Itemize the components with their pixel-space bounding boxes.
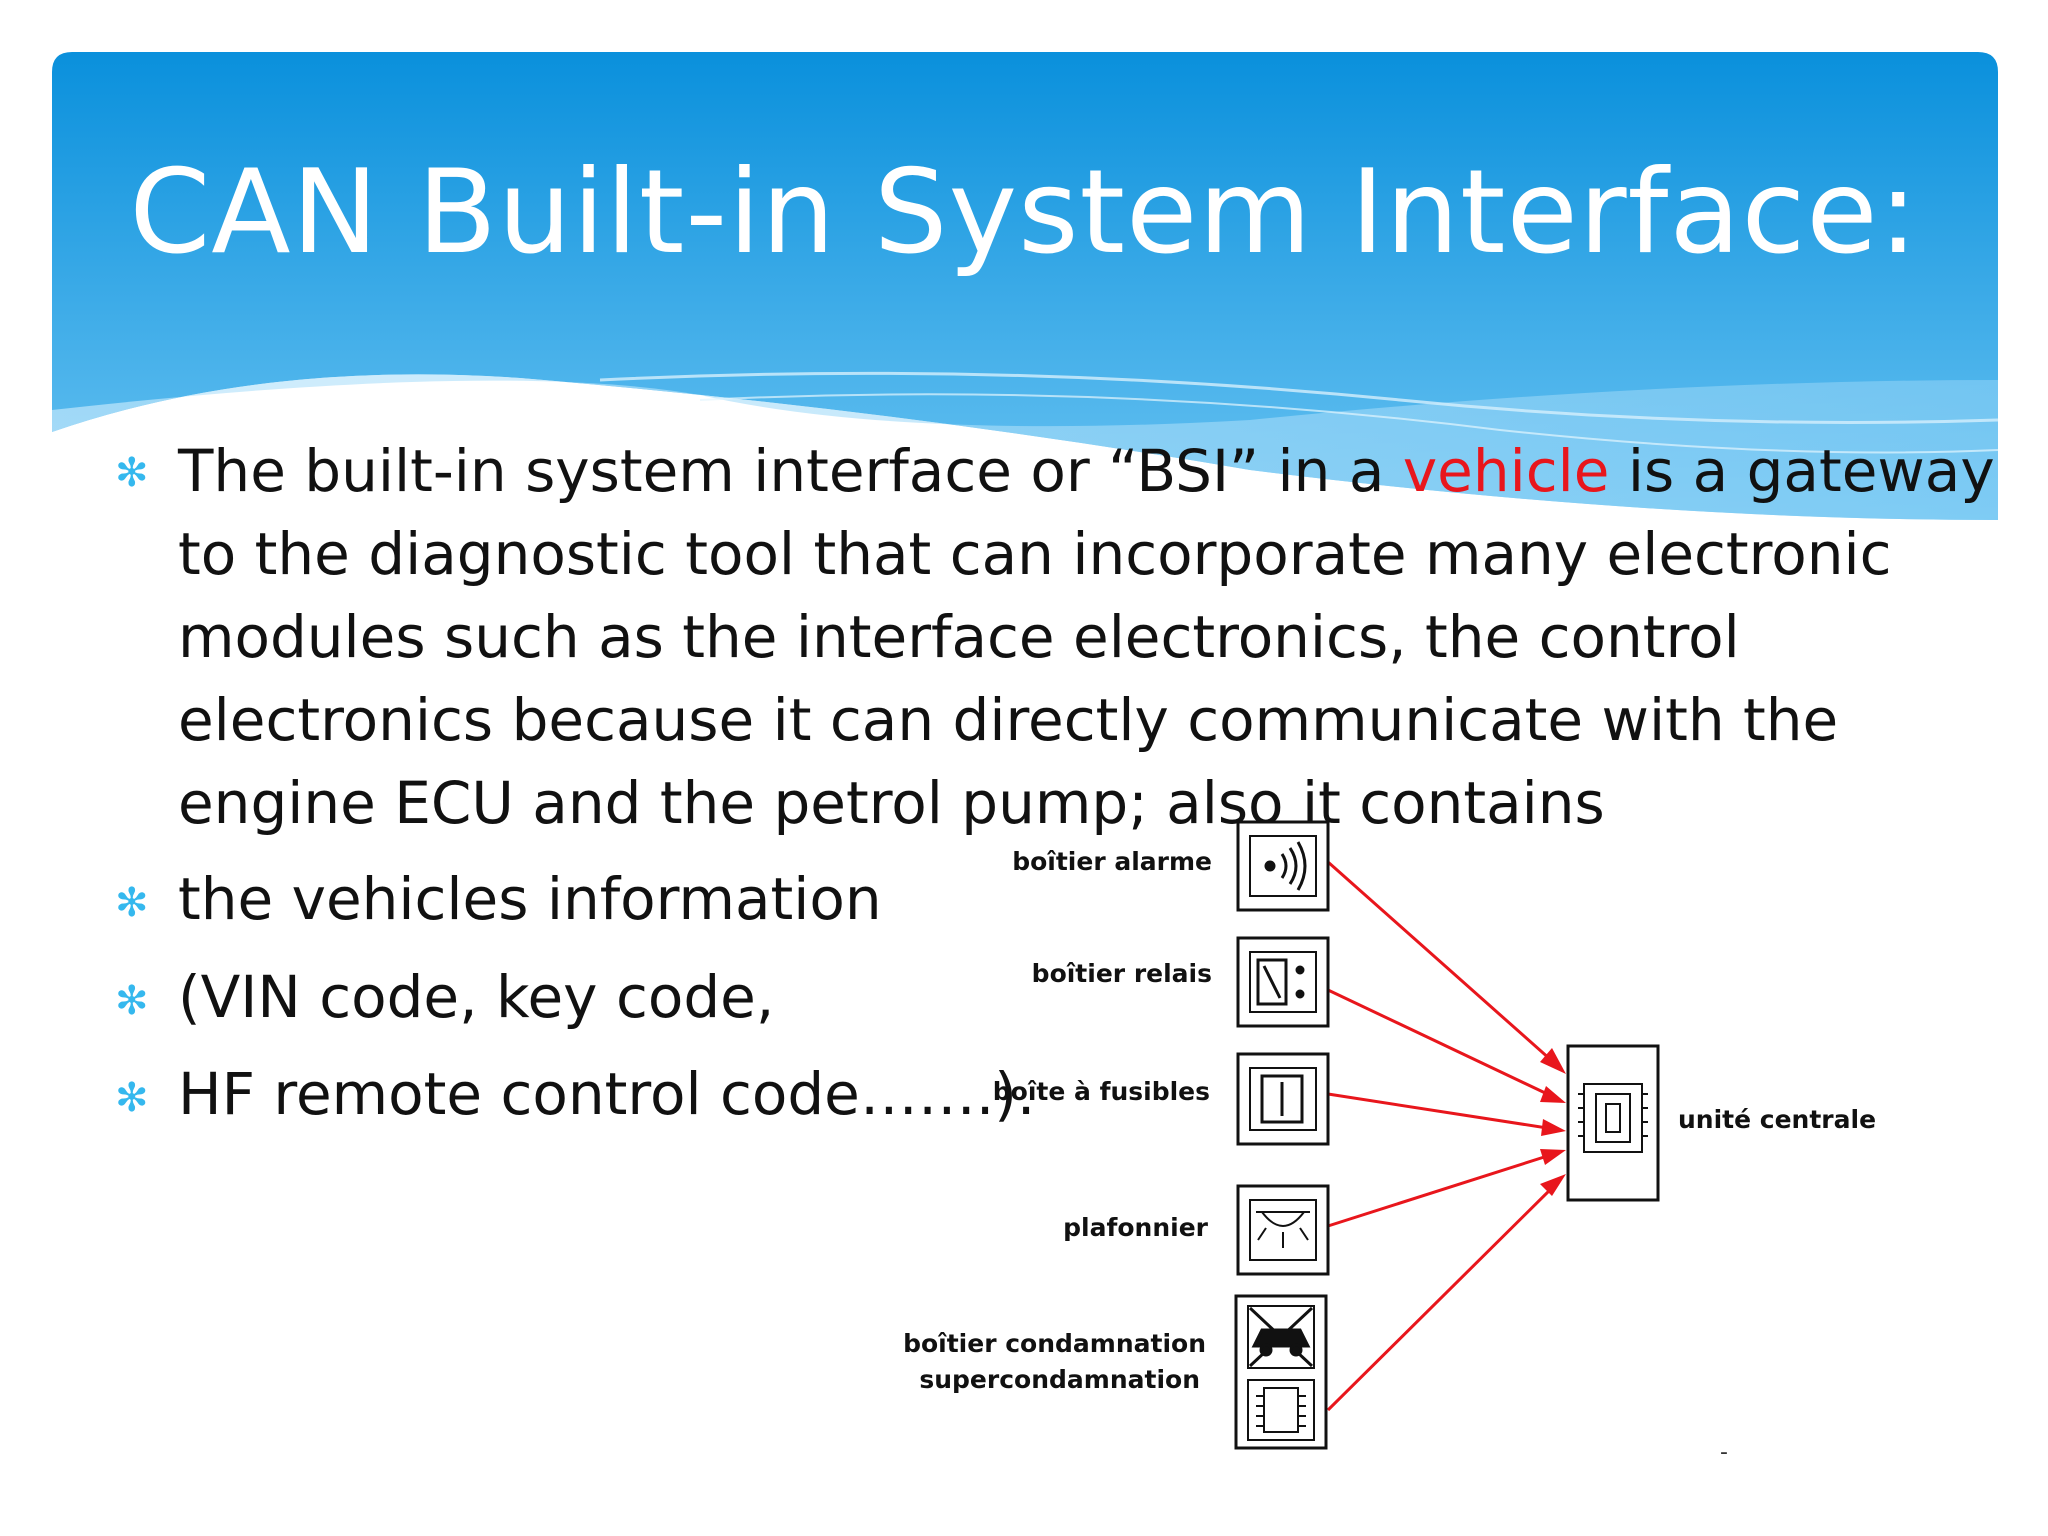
central-unit-label: unité centrale xyxy=(1678,1105,1876,1134)
link-ceiling-light xyxy=(1327,1150,1561,1228)
car-lock-icon xyxy=(1248,1306,1314,1368)
link-alarm xyxy=(1327,860,1561,1070)
arrowhead xyxy=(1540,1048,1566,1074)
highlight-word: vehicle xyxy=(1402,437,1610,505)
fuse-icon xyxy=(1260,1074,1304,1124)
bullet-marker: ✻ xyxy=(115,450,149,496)
bullet-line: The built-in system interface or “BSI” i… xyxy=(178,430,1995,513)
relay-icon xyxy=(1256,958,1305,1006)
slide-title: CAN Built-in System Interface: xyxy=(129,145,1919,280)
module-label: plafonnier xyxy=(1063,1213,1209,1242)
footer-mark: - xyxy=(1720,1440,1728,1465)
arrowhead xyxy=(1540,1086,1566,1103)
arrowheads xyxy=(1540,1048,1566,1196)
line-text: is a gateway xyxy=(1609,437,1995,505)
link-relay xyxy=(1327,988,1561,1102)
bullet-line: engine ECU and the petrol pump; also it … xyxy=(178,769,1605,837)
module-fuses: boîte à fusibles xyxy=(993,1052,1330,1146)
module-lock: boîtier condamnation supercondamnation xyxy=(903,1294,1328,1450)
line-text: The built-in system interface or “BSI” i… xyxy=(178,437,1403,505)
module-alarm: boîtier alarme xyxy=(1012,820,1330,912)
module-label: boîtier condamnation xyxy=(903,1329,1206,1358)
bullet-marker: ✻ xyxy=(115,880,149,926)
module-label: boîtier relais xyxy=(1032,959,1212,988)
bullet-line: modules such as the interface electronic… xyxy=(178,603,1740,671)
bullet-paragraph-3: (VIN code, key code, xyxy=(178,963,775,1031)
chip-icon xyxy=(1256,1387,1306,1433)
arrowhead xyxy=(1540,1149,1566,1165)
link-fuses xyxy=(1327,1092,1561,1132)
connection-links xyxy=(1326,860,1562,1412)
ceiling-light-icon xyxy=(1256,1211,1310,1248)
bullet-paragraph-1: The built-in system interface or “BSI” i… xyxy=(178,430,1995,845)
module-label-2: supercondamnation xyxy=(919,1365,1200,1394)
bsi-diagram: boîtier alarme boîtier relais boîte à fu… xyxy=(903,820,1876,1450)
bullet-marker: ✻ xyxy=(115,1075,149,1121)
bullet-paragraph-2: the vehicles information xyxy=(178,865,882,933)
bullet-line: electronics because it can directly comm… xyxy=(178,686,1839,754)
bullet-line: to the diagnostic tool that can incorpor… xyxy=(178,520,1892,588)
module-label: boîtier alarme xyxy=(1012,847,1212,876)
central-unit: unité centrale xyxy=(1566,1044,1876,1202)
link-lock xyxy=(1326,1178,1562,1412)
title-banner xyxy=(52,52,1999,520)
speaker-icon xyxy=(1264,841,1307,891)
bullet-marker: ✻ xyxy=(115,978,149,1024)
arrowhead xyxy=(1540,1174,1566,1196)
arrowhead xyxy=(1541,1119,1566,1136)
module-label: boîte à fusibles xyxy=(993,1077,1210,1106)
chip-icon xyxy=(1578,1083,1648,1153)
module-relay: boîtier relais xyxy=(1032,936,1330,1028)
module-ceiling-light: plafonnier xyxy=(1063,1184,1330,1276)
bullet-paragraph-4: HF remote control code…….). xyxy=(178,1060,1036,1128)
